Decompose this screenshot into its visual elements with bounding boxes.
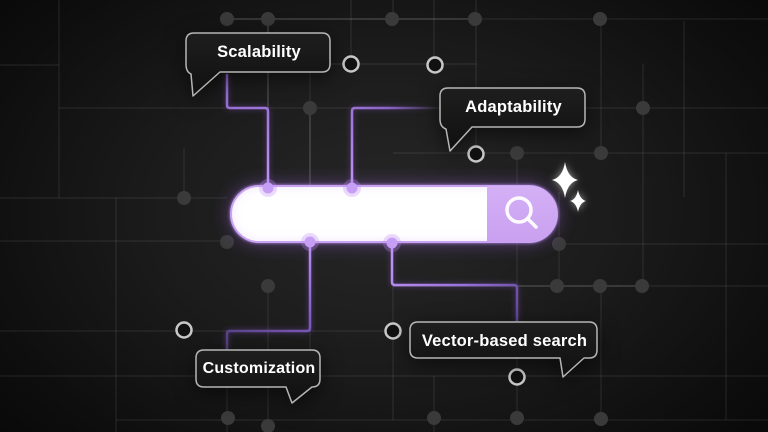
callout-label: Vector-based search	[421, 332, 588, 350]
callout-customization: Customization	[194, 348, 324, 408]
callout-vector-based-search: Vector-based search	[408, 320, 601, 382]
callout-adaptability: Adaptability	[438, 86, 589, 156]
search-input[interactable]	[236, 189, 496, 237]
speech-bubble-shape	[195, 349, 321, 404]
speech-bubble-shape	[185, 32, 331, 97]
callout-label: Adaptability	[465, 98, 562, 116]
grid-ring-dots	[175, 55, 526, 386]
callout-label: Customization	[202, 360, 316, 377]
speech-bubble-shape	[439, 87, 586, 152]
search-button[interactable]	[487, 186, 557, 242]
search-icon	[505, 196, 538, 229]
callout-scalability: Scalability	[184, 31, 334, 99]
speech-bubble-shape	[409, 321, 598, 378]
callout-label: Scalability	[217, 43, 301, 61]
search-bar	[230, 185, 558, 243]
